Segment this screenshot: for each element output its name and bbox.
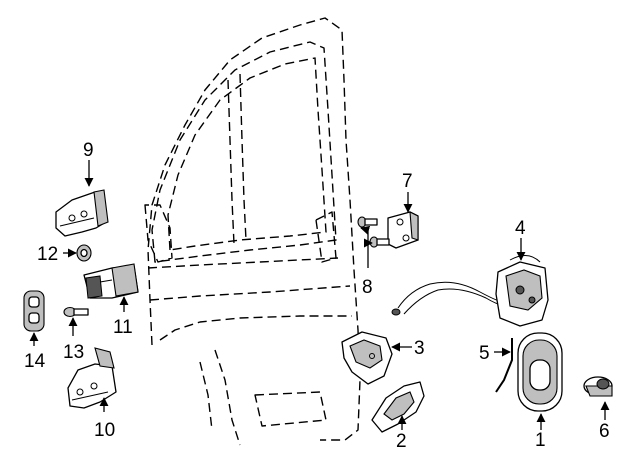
callout-label: 10 — [94, 420, 115, 441]
callout-13: 13 — [63, 317, 84, 363]
nut-part — [76, 244, 92, 262]
callout-label: 1 — [535, 430, 546, 451]
outside-handle-part — [517, 332, 563, 412]
lock-rod-part — [495, 338, 513, 393]
callout-label: 12 — [37, 244, 58, 265]
callout-2: 2 — [396, 415, 407, 452]
bolt-part — [63, 306, 89, 318]
callout-label: 6 — [599, 421, 610, 442]
upper-hinge-part — [55, 189, 109, 237]
lower-hinge-part — [67, 347, 117, 409]
callout-8: 8 — [360, 225, 373, 298]
callout-10: 10 — [94, 397, 115, 441]
callout-11: 11 — [113, 296, 133, 338]
callout-label: 3 — [414, 338, 425, 359]
callout-label: 13 — [63, 342, 84, 363]
lock-cylinder-part — [583, 376, 613, 397]
door-check-part — [83, 263, 139, 299]
callout-4: 4 — [515, 218, 526, 261]
door-outline — [144, 17, 361, 446]
callout-label: 2 — [396, 431, 407, 452]
callout-label: 5 — [479, 343, 490, 364]
callout-1: 1 — [535, 413, 546, 451]
callout-label: 7 — [402, 171, 413, 192]
callout-5: 5 — [479, 343, 511, 364]
striker-bolts-part — [357, 216, 390, 248]
callout-7: 7 — [402, 171, 413, 213]
callout-12: 12 — [37, 244, 77, 265]
callout-label: 9 — [83, 140, 94, 161]
lock-actuator-part — [391, 255, 549, 327]
callout-label: 11 — [113, 317, 133, 338]
handle-bracket-part — [341, 331, 393, 385]
callout-6: 6 — [599, 401, 610, 442]
callout-14: 14 — [24, 332, 46, 372]
callout-9: 9 — [83, 140, 94, 187]
callout-label: 8 — [362, 277, 373, 298]
callout-3: 3 — [391, 338, 425, 359]
striker-part — [387, 211, 419, 249]
callout-label: 14 — [24, 351, 46, 372]
callout-label: 4 — [515, 218, 526, 239]
inside-handle-part — [371, 381, 425, 433]
switch-part — [23, 290, 45, 332]
